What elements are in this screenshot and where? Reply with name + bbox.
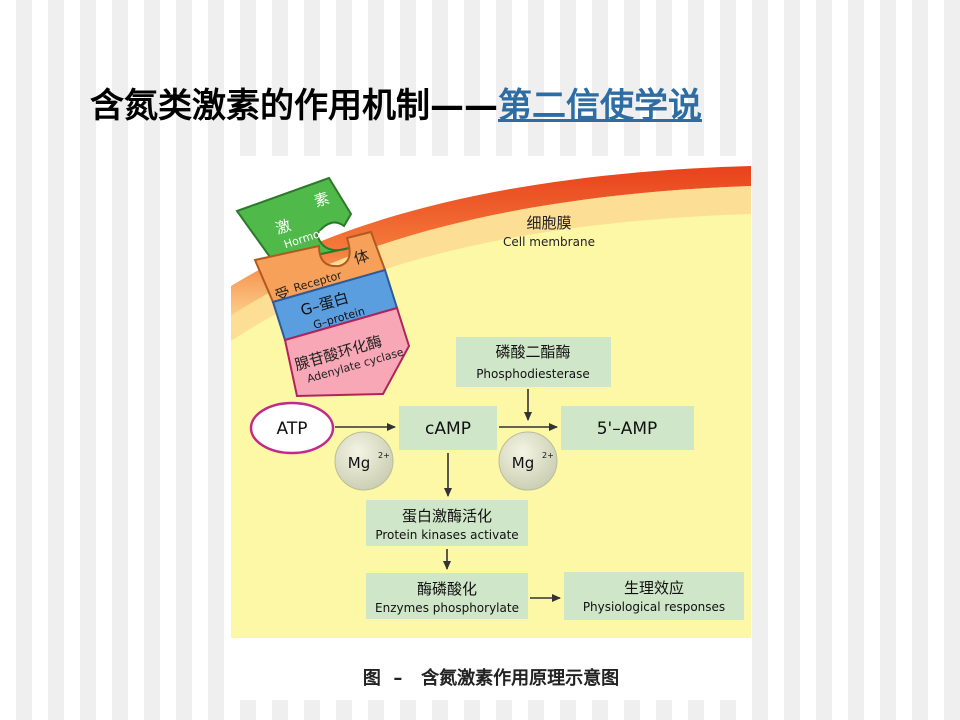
protein-kinase-box: [366, 500, 528, 546]
phosphorylation-label-cn: 酶磷酸化: [417, 580, 477, 598]
mg-ion-right: [498, 431, 558, 491]
title-link[interactable]: 第二信使学说: [498, 86, 702, 126]
adenylate-cyclase-shape: [283, 306, 411, 398]
physiological-response-box: [564, 572, 744, 620]
cell-membrane: [231, 166, 751, 316]
atp-label: ATP: [277, 419, 308, 439]
membrane-label-cn: 细胞膜: [526, 214, 571, 232]
amp5-box: [561, 406, 694, 450]
receptor-label-cn-right: 体: [352, 246, 371, 267]
hormone-shape: [235, 176, 353, 266]
kinase-label-en: Protein kinases activate: [375, 528, 518, 542]
figure-caption: 图 – 含氮激素作用原理示意图: [363, 667, 619, 689]
membrane-label-en: Cell membrane: [503, 235, 595, 249]
pde-label-cn: 磷酸二酯酶: [495, 343, 570, 361]
atp-node: [249, 401, 335, 455]
mg-left-label: Mg: [348, 454, 370, 472]
pde-label-en: Phosphodiesterase: [476, 367, 590, 381]
phosphodiesterase-box: [456, 337, 611, 387]
camp-box: [399, 406, 497, 450]
response-label-cn: 生理效应: [624, 579, 684, 597]
title-main: 含氮类激素的作用机制——: [90, 86, 498, 126]
hormone-label-cn-left: 激: [273, 216, 293, 238]
camp-label: cAMP: [425, 419, 471, 439]
mg-right-sup: 2+: [542, 451, 554, 460]
enzyme-phosphorylation-box: [366, 573, 528, 619]
mg-left-sup: 2+: [378, 451, 390, 460]
receptor-shape: [253, 230, 387, 304]
mg-ion-left: [334, 431, 394, 491]
phosphorylation-label-en: Enzymes phosphorylate: [375, 601, 519, 615]
mechanism-figure: 细胞膜 Cell membrane 激 素 Hormone 受 Receptor…: [231, 156, 751, 700]
amp5-label: 5'–AMP: [597, 419, 658, 439]
mg-right-label: Mg: [512, 454, 534, 472]
kinase-label-cn: 蛋白激酶活化: [402, 507, 492, 525]
slide-title: 含氮类激素的作用机制——第二信使学说: [90, 78, 702, 127]
hormone-label-cn-right: 素: [312, 189, 332, 211]
response-label-en: Physiological responses: [583, 600, 725, 614]
